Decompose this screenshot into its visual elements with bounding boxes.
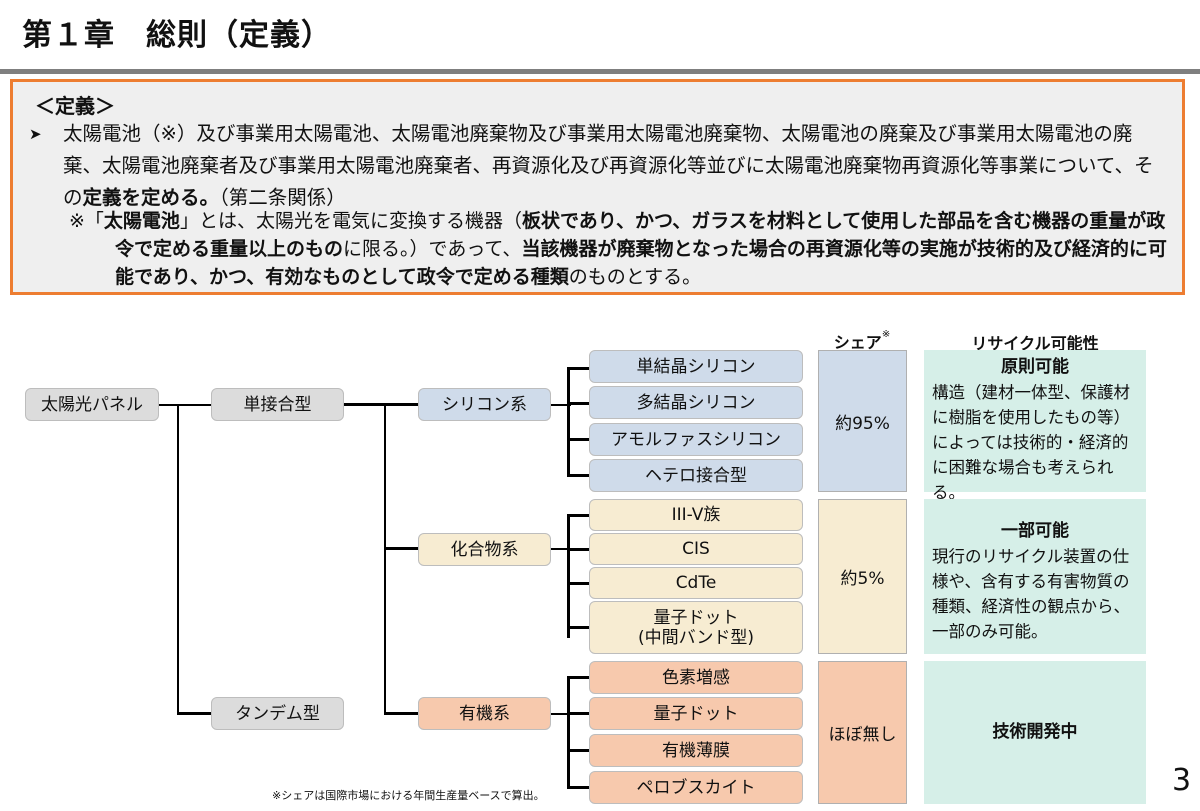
bullet-bold-part: 定義を定める。 xyxy=(82,186,220,209)
node-amorphous-silicon: アモルファスシリコン xyxy=(589,423,803,456)
connector xyxy=(551,548,571,550)
recycle-title: 原則可能 xyxy=(1001,357,1069,377)
node-heterojunction: ヘテロ接合型 xyxy=(589,459,803,492)
definition-heading: ＜定義＞ xyxy=(35,94,115,118)
definition-box: ＜定義＞ ➤ 太陽電池（※）及び事業用太陽電池、太陽電池廃棄物及び事業用太陽電池… xyxy=(10,79,1185,295)
definition-bullet-text: 太陽電池（※）及び事業用太陽電池、太陽電池廃棄物及び事業用太陽電池廃棄物、太陽電… xyxy=(63,118,1169,214)
arrow-bullet-icon: ➤ xyxy=(29,125,42,143)
note-text-part: に限る。）であって、 xyxy=(343,238,522,260)
node-quantum-dot: 量子ドット xyxy=(589,697,803,730)
node-iii-v: III-V族 xyxy=(589,499,803,531)
node-single-junction: 単接合型 xyxy=(211,388,344,421)
connector xyxy=(567,676,570,788)
connector xyxy=(567,438,589,441)
connector xyxy=(567,749,589,752)
node-organic: 有機系 xyxy=(418,697,551,730)
recycle-title: 一部可能 xyxy=(1001,521,1069,541)
node-cdte: CdTe xyxy=(589,567,803,599)
page-number: 3 xyxy=(1172,763,1192,798)
node-organic-thin-film: 有機薄膜 xyxy=(589,734,803,767)
recycle-column-header: リサイクル可能性 xyxy=(971,334,1099,353)
connector xyxy=(567,786,589,789)
connector xyxy=(344,403,418,406)
node-silicon: シリコン系 xyxy=(418,388,551,421)
share-organic: ほぼ無し xyxy=(818,661,907,804)
connector xyxy=(567,514,589,517)
connector xyxy=(384,404,386,714)
share-header-mark: ※ xyxy=(881,329,891,340)
connector xyxy=(551,713,571,715)
node-monocrystalline-silicon: 単結晶シリコン xyxy=(589,350,803,383)
connector xyxy=(384,712,418,715)
recycle-description: 現行のリサイクル装置の仕様や、含有する有害物質の種類、経済性の観点から、一部のみ… xyxy=(932,547,1130,641)
node-tandem: タンデム型 xyxy=(211,697,344,730)
node-dye-sensitized: 色素増感 xyxy=(589,661,803,694)
connector xyxy=(567,474,589,477)
recycle-description: 構造（建材一体型、保護材に樹脂を使用したもの等）によっては技術的・経済的に困難な… xyxy=(932,383,1130,502)
share-silicon: 約95% xyxy=(818,350,907,492)
definition-note: ※「太陽電池」とは、太陽光を電気に変換する機器（板状であり、かつ、ガラスを材料と… xyxy=(69,207,1169,291)
share-column-header: シェア※ xyxy=(818,329,906,353)
title-divider xyxy=(0,69,1200,74)
page-title: 第１章 総則（定義） xyxy=(22,18,332,53)
bullet-text-part: 太陽電池（※）及び事業用太陽電池、太陽電池廃棄物及び事業用太陽電池廃棄物、太陽電… xyxy=(63,122,1154,209)
note-bold-condition: 当該機器が廃棄物となった場合の再資源化等の実施が技術的及び経済的に可能であり、か… xyxy=(115,238,1167,288)
recycle-organic: 技術開発中 xyxy=(924,661,1146,804)
connector xyxy=(567,548,589,551)
note-prefix: ※「 xyxy=(69,210,104,232)
share-header-label: シェア xyxy=(833,333,882,352)
connector xyxy=(567,514,570,638)
node-label-line: (中間バンド型) xyxy=(637,627,755,648)
connector xyxy=(567,367,570,477)
note-text-part: 」とは、太陽光を電気に変換する機器（ xyxy=(179,210,522,232)
connector xyxy=(567,582,589,585)
note-bold-condition: 板状であり、かつ、ガラスを材料として使用した部品を含む機器の重量が政令で定める重… xyxy=(115,210,1166,260)
bullet-article-ref: （第二条関係） xyxy=(219,186,346,209)
share-compound: 約5% xyxy=(818,499,907,654)
recycle-silicon: 原則可能 構造（建材一体型、保護材に樹脂を使用したもの等）によっては技術的・経済… xyxy=(924,350,1146,502)
connector xyxy=(567,676,589,679)
connector xyxy=(551,404,571,406)
connector xyxy=(159,404,211,406)
connector xyxy=(177,712,211,715)
definition-bullet: ➤ 太陽電池（※）及び事業用太陽電池、太陽電池廃棄物及び事業用太陽電池廃棄物、太… xyxy=(29,118,1169,214)
recycle-title: 技術開発中 xyxy=(992,722,1078,742)
connector xyxy=(567,626,589,629)
node-polycrystalline-silicon: 多結晶シリコン xyxy=(589,386,803,419)
connector xyxy=(567,367,589,370)
recycle-compound: 一部可能 現行のリサイクル装置の仕様や、含有する有害物質の種類、経済性の観点から… xyxy=(924,499,1146,654)
connector xyxy=(384,547,418,550)
node-quantum-dot-intermediate-band: 量子ドット (中間バンド型) xyxy=(589,601,803,654)
connector xyxy=(567,402,589,405)
node-solar-panel: 太陽光パネル xyxy=(25,388,159,421)
node-cis: CIS xyxy=(589,533,803,565)
node-label-line: 量子ドット xyxy=(653,607,739,628)
note-text-part: のものとする。 xyxy=(568,266,702,288)
node-compound: 化合物系 xyxy=(418,533,551,566)
connector xyxy=(567,712,589,715)
footnote: ※シェアは国際市場における年間生産量ベースで算出。 xyxy=(272,789,545,802)
connector xyxy=(177,404,179,714)
node-perovskite: ペロブスカイト xyxy=(589,771,803,804)
note-bold-term: 太陽電池 xyxy=(103,210,180,232)
